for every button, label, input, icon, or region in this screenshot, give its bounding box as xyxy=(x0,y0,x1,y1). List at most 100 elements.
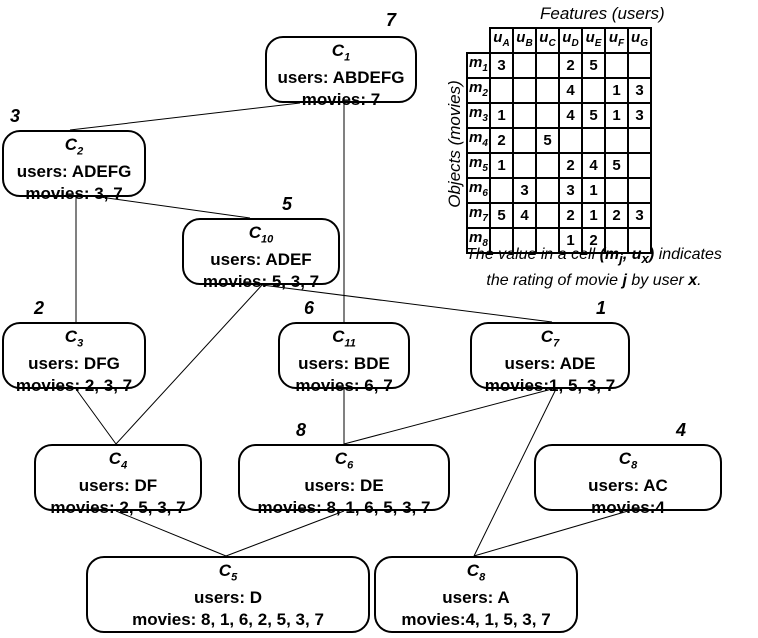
rating-cell xyxy=(512,102,537,129)
concept-users: users: ADEF xyxy=(210,250,312,270)
row-header: m5 xyxy=(466,152,491,179)
row-header: m8 xyxy=(466,227,491,254)
rating-cell: 5 xyxy=(535,127,560,154)
concept-label: C4 xyxy=(108,449,128,472)
rating-cell xyxy=(512,152,537,179)
rating-cell xyxy=(512,127,537,154)
edge-c3-c4 xyxy=(75,388,117,445)
column-header: uC xyxy=(535,27,560,54)
edge-c8a-c8b xyxy=(473,510,629,557)
rating-cell xyxy=(489,77,514,104)
concept-label: C8 xyxy=(466,561,486,584)
rating-cell xyxy=(535,77,560,104)
features-axis-title: Features (users) xyxy=(540,4,665,23)
rating-cell xyxy=(581,77,606,104)
rating-cell xyxy=(489,227,514,254)
concept-support-number: 7 xyxy=(386,10,397,30)
rating-cell: 5 xyxy=(604,152,629,179)
concept-users: users: DE xyxy=(304,476,384,496)
row-header: m3 xyxy=(466,102,491,129)
concept-users: users: BDE xyxy=(298,354,390,374)
rating-cell xyxy=(627,52,652,79)
row-header: m6 xyxy=(466,177,491,204)
rating-cell xyxy=(535,152,560,179)
rating-cell: 2 xyxy=(558,152,583,179)
edge-c2-c10 xyxy=(99,196,251,219)
rating-cell xyxy=(604,52,629,79)
rating-cell: 1 xyxy=(558,227,583,254)
rating-cell: 4 xyxy=(581,152,606,179)
concept-label: C7 xyxy=(540,327,560,350)
row-header: m2 xyxy=(466,77,491,104)
rating-cell xyxy=(512,227,537,254)
concept-label: C8 xyxy=(618,449,638,472)
concept-support-number: 1 xyxy=(596,298,607,318)
rating-cell xyxy=(558,127,583,154)
concept-support-number: 8 xyxy=(296,420,307,440)
concept-movies: movies: 2, 5, 3, 7 xyxy=(50,498,186,518)
column-header: uF xyxy=(604,27,629,54)
column-header: uE xyxy=(581,27,606,54)
concept-movies: movies:4 xyxy=(591,498,665,518)
rating-cell: 2 xyxy=(581,227,606,254)
rating-cell: 3 xyxy=(627,77,652,104)
rating-cell xyxy=(489,177,514,204)
edge-c10-c4 xyxy=(115,284,263,445)
rating-cell: 3 xyxy=(512,177,537,204)
rating-cell: 2 xyxy=(489,127,514,154)
rating-cell xyxy=(581,127,606,154)
rating-cell xyxy=(535,52,560,79)
rating-cell: 3 xyxy=(627,202,652,229)
edge-c10-c7 xyxy=(261,284,553,323)
rating-cell: 5 xyxy=(581,52,606,79)
concept-label: C10 xyxy=(248,223,274,246)
concept-movies: movies: 3, 7 xyxy=(25,184,123,204)
rating-cell: 4 xyxy=(558,102,583,129)
rating-cell: 1 xyxy=(604,77,629,104)
matrix-corner xyxy=(467,28,490,53)
row-header: m1 xyxy=(466,52,491,79)
rating-cell: 3 xyxy=(489,52,514,79)
concept-users: users: A xyxy=(442,588,510,608)
rating-cell xyxy=(535,202,560,229)
edge-c6-c5 xyxy=(225,510,345,557)
edge-c7-c8b xyxy=(473,388,557,557)
concept-movies: movies: 8, 1, 6, 5, 3, 7 xyxy=(257,498,431,518)
objects-axis-title: Objects (movies) xyxy=(445,80,464,208)
concept-label: C5 xyxy=(218,561,238,584)
column-header: uA xyxy=(489,27,514,54)
rating-cell: 4 xyxy=(558,77,583,104)
rating-cell: 3 xyxy=(558,177,583,204)
concept-movies: movies: 5, 3, 7 xyxy=(202,272,320,292)
rating-cell xyxy=(627,127,652,154)
column-header: uD xyxy=(558,27,583,54)
concept-support-number: 3 xyxy=(10,106,21,126)
concept-movies: movies: 7 xyxy=(301,90,381,110)
column-header: uG xyxy=(627,27,652,54)
concept-label: C11 xyxy=(332,327,356,350)
concept-users: users: ABDEFG xyxy=(277,68,405,88)
concept-support-number: 2 xyxy=(34,298,45,318)
rating-cell: 2 xyxy=(558,52,583,79)
concept-movies: movies: 2, 3, 7 xyxy=(15,376,133,396)
edge-c7-c6 xyxy=(343,388,553,445)
concept-users: users: ADEFG xyxy=(16,162,132,182)
